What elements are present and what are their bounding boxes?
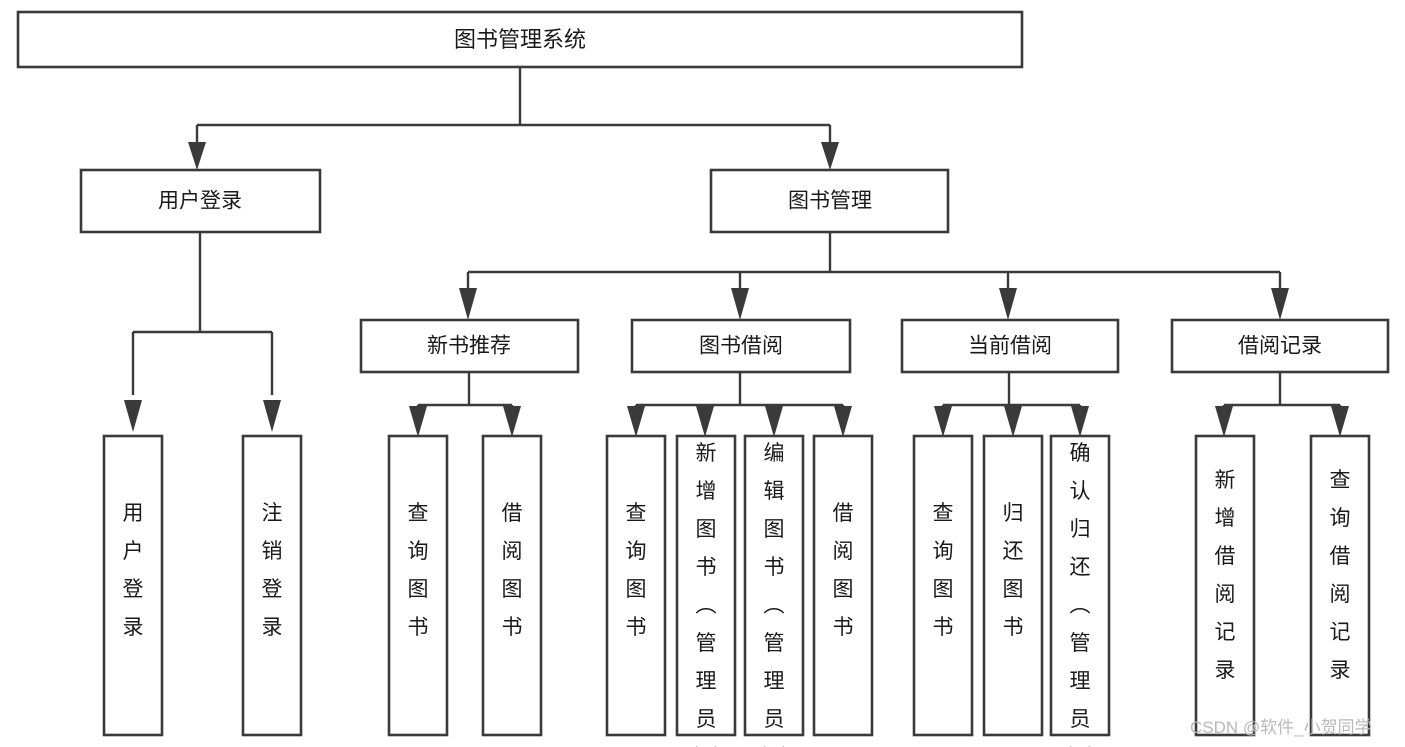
arrow-head-borrow-record (1271, 288, 1289, 320)
arrow-head-leaf-logout-login (263, 400, 281, 432)
leaf-query-record-label: 查询借阅记录 (1330, 469, 1351, 682)
leaf-return-book[interactable]: 归还图书 (982, 434, 1044, 737)
node-root-label: 图书管理系统 (454, 27, 586, 52)
node-borrow-record[interactable]: 借阅记录 (1170, 318, 1390, 374)
leaf-add-book-label: 新增图书︵管理员︶ (696, 442, 717, 747)
node-book-borrow-label: 图书借阅 (699, 335, 783, 358)
node-new-book-recommend-label: 新书推荐 (427, 335, 511, 358)
leaf-borrow-book-1-box[interactable] (481, 434, 543, 737)
arrow-head-user-login (188, 142, 206, 170)
node-borrow-record-box[interactable] (1170, 318, 1390, 374)
leaf-logout-login-box[interactable] (241, 434, 303, 737)
node-user-login-box[interactable] (79, 168, 322, 234)
leaf-return-book-box[interactable] (982, 434, 1044, 737)
node-root-box[interactable] (16, 10, 1024, 69)
leaf-edit-book[interactable]: 编辑图书︵管理员︶ (743, 434, 805, 747)
leaf-confirm-return-box[interactable] (1049, 434, 1111, 737)
leaf-add-book[interactable]: 新增图书︵管理员︶ (675, 434, 737, 747)
leaf-edit-book-box[interactable] (743, 434, 805, 737)
node-root[interactable]: 图书管理系统 (16, 10, 1024, 69)
leaf-logout-login-label: 注销登录 (262, 502, 283, 639)
leaf-add-record-label: 新增借阅记录 (1215, 469, 1236, 682)
leaf-query-record-box[interactable] (1309, 434, 1371, 737)
node-current-borrow[interactable]: 当前借阅 (900, 318, 1120, 374)
leaf-query-book-3-box[interactable] (912, 434, 974, 737)
watermark-label: CSDN @软件_小贺同学 (1190, 718, 1372, 737)
arrow-head-leaf-confirm-return (1071, 406, 1089, 437)
leaf-query-book-2-label: 查询图书 (626, 502, 647, 639)
arrow-head-leaf-borrow-book-2 (834, 406, 852, 437)
leaf-query-book-3-label: 查询图书 (933, 502, 954, 639)
leaf-query-book-1-box[interactable] (387, 434, 449, 737)
leaf-add-record-box[interactable] (1194, 434, 1256, 737)
leaf-user-login-label: 用户登录 (123, 502, 144, 639)
arrow-head-leaf-return-book (1004, 406, 1022, 437)
arrow-head-leaf-add-book (696, 406, 714, 437)
leaf-borrow-book-2-label: 借阅图书 (833, 502, 854, 639)
arrow-head-leaf-add-record (1215, 406, 1233, 437)
arrow-head-book-management (821, 142, 839, 170)
leaf-add-book-box[interactable] (675, 434, 737, 737)
node-book-management[interactable]: 图书管理 (709, 168, 950, 234)
arrow-head-leaf-query-book-2 (627, 406, 645, 437)
arrow-head-book-borrow (731, 288, 749, 320)
leaf-return-book-label: 归还图书 (1003, 502, 1024, 639)
leaf-query-record[interactable]: 查询借阅记录 (1309, 434, 1371, 737)
arrow-head-current-borrow (999, 288, 1017, 320)
node-new-book-recommend[interactable]: 新书推荐 (359, 318, 580, 374)
arrow-head-leaf-query-book-3 (934, 406, 952, 437)
leaf-add-record[interactable]: 新增借阅记录 (1194, 434, 1256, 737)
node-book-borrow[interactable]: 图书借阅 (630, 318, 852, 374)
connector-layer (124, 67, 1349, 437)
leaf-query-book-1-label: 查询图书 (408, 502, 429, 639)
node-book-borrow-box[interactable] (630, 318, 852, 374)
arrow-head-leaf-query-book-1 (409, 406, 427, 437)
node-borrow-record-label: 借阅记录 (1238, 335, 1322, 358)
leaf-user-login[interactable]: 用户登录 (102, 434, 164, 737)
leaf-query-book-1[interactable]: 查询图书 (387, 434, 449, 737)
arrow-head-leaf-query-record (1331, 406, 1349, 437)
leaf-query-book-2-box[interactable] (605, 434, 667, 737)
leaf-borrow-book-2[interactable]: 借阅图书 (812, 434, 874, 737)
leaf-confirm-return[interactable]: 确认归还︵管理员︶ (1049, 434, 1111, 747)
node-book-management-label: 图书管理 (788, 190, 872, 213)
leaf-query-book-3[interactable]: 查询图书 (912, 434, 974, 737)
node-current-borrow-box[interactable] (900, 318, 1120, 374)
arrow-head-leaf-edit-book (765, 406, 783, 437)
leaf-borrow-book-1-label: 借阅图书 (502, 502, 523, 639)
node-book-management-box[interactable] (709, 168, 950, 234)
leaf-logout-login[interactable]: 注销登录 (241, 434, 303, 737)
leaf-edit-book-label: 编辑图书︵管理员︶ (764, 442, 785, 747)
node-current-borrow-label: 当前借阅 (968, 335, 1052, 358)
leaf-borrow-book-1[interactable]: 借阅图书 (481, 434, 543, 737)
leaf-borrow-book-2-box[interactable] (812, 434, 874, 737)
leaf-query-book-2[interactable]: 查询图书 (605, 434, 667, 737)
node-new-book-recommend-box[interactable] (359, 318, 580, 374)
leaf-user-login-box[interactable] (102, 434, 164, 737)
arrow-head-leaf-borrow-book-1 (503, 406, 521, 437)
arrow-head-new-book-recommend (459, 288, 477, 320)
node-user-login-label: 用户登录 (158, 190, 242, 213)
node-user-login[interactable]: 用户登录 (79, 168, 322, 234)
leaf-confirm-return-label: 确认归还︵管理员︶ (1070, 442, 1091, 747)
arrow-head-leaf-user-login (124, 400, 142, 432)
